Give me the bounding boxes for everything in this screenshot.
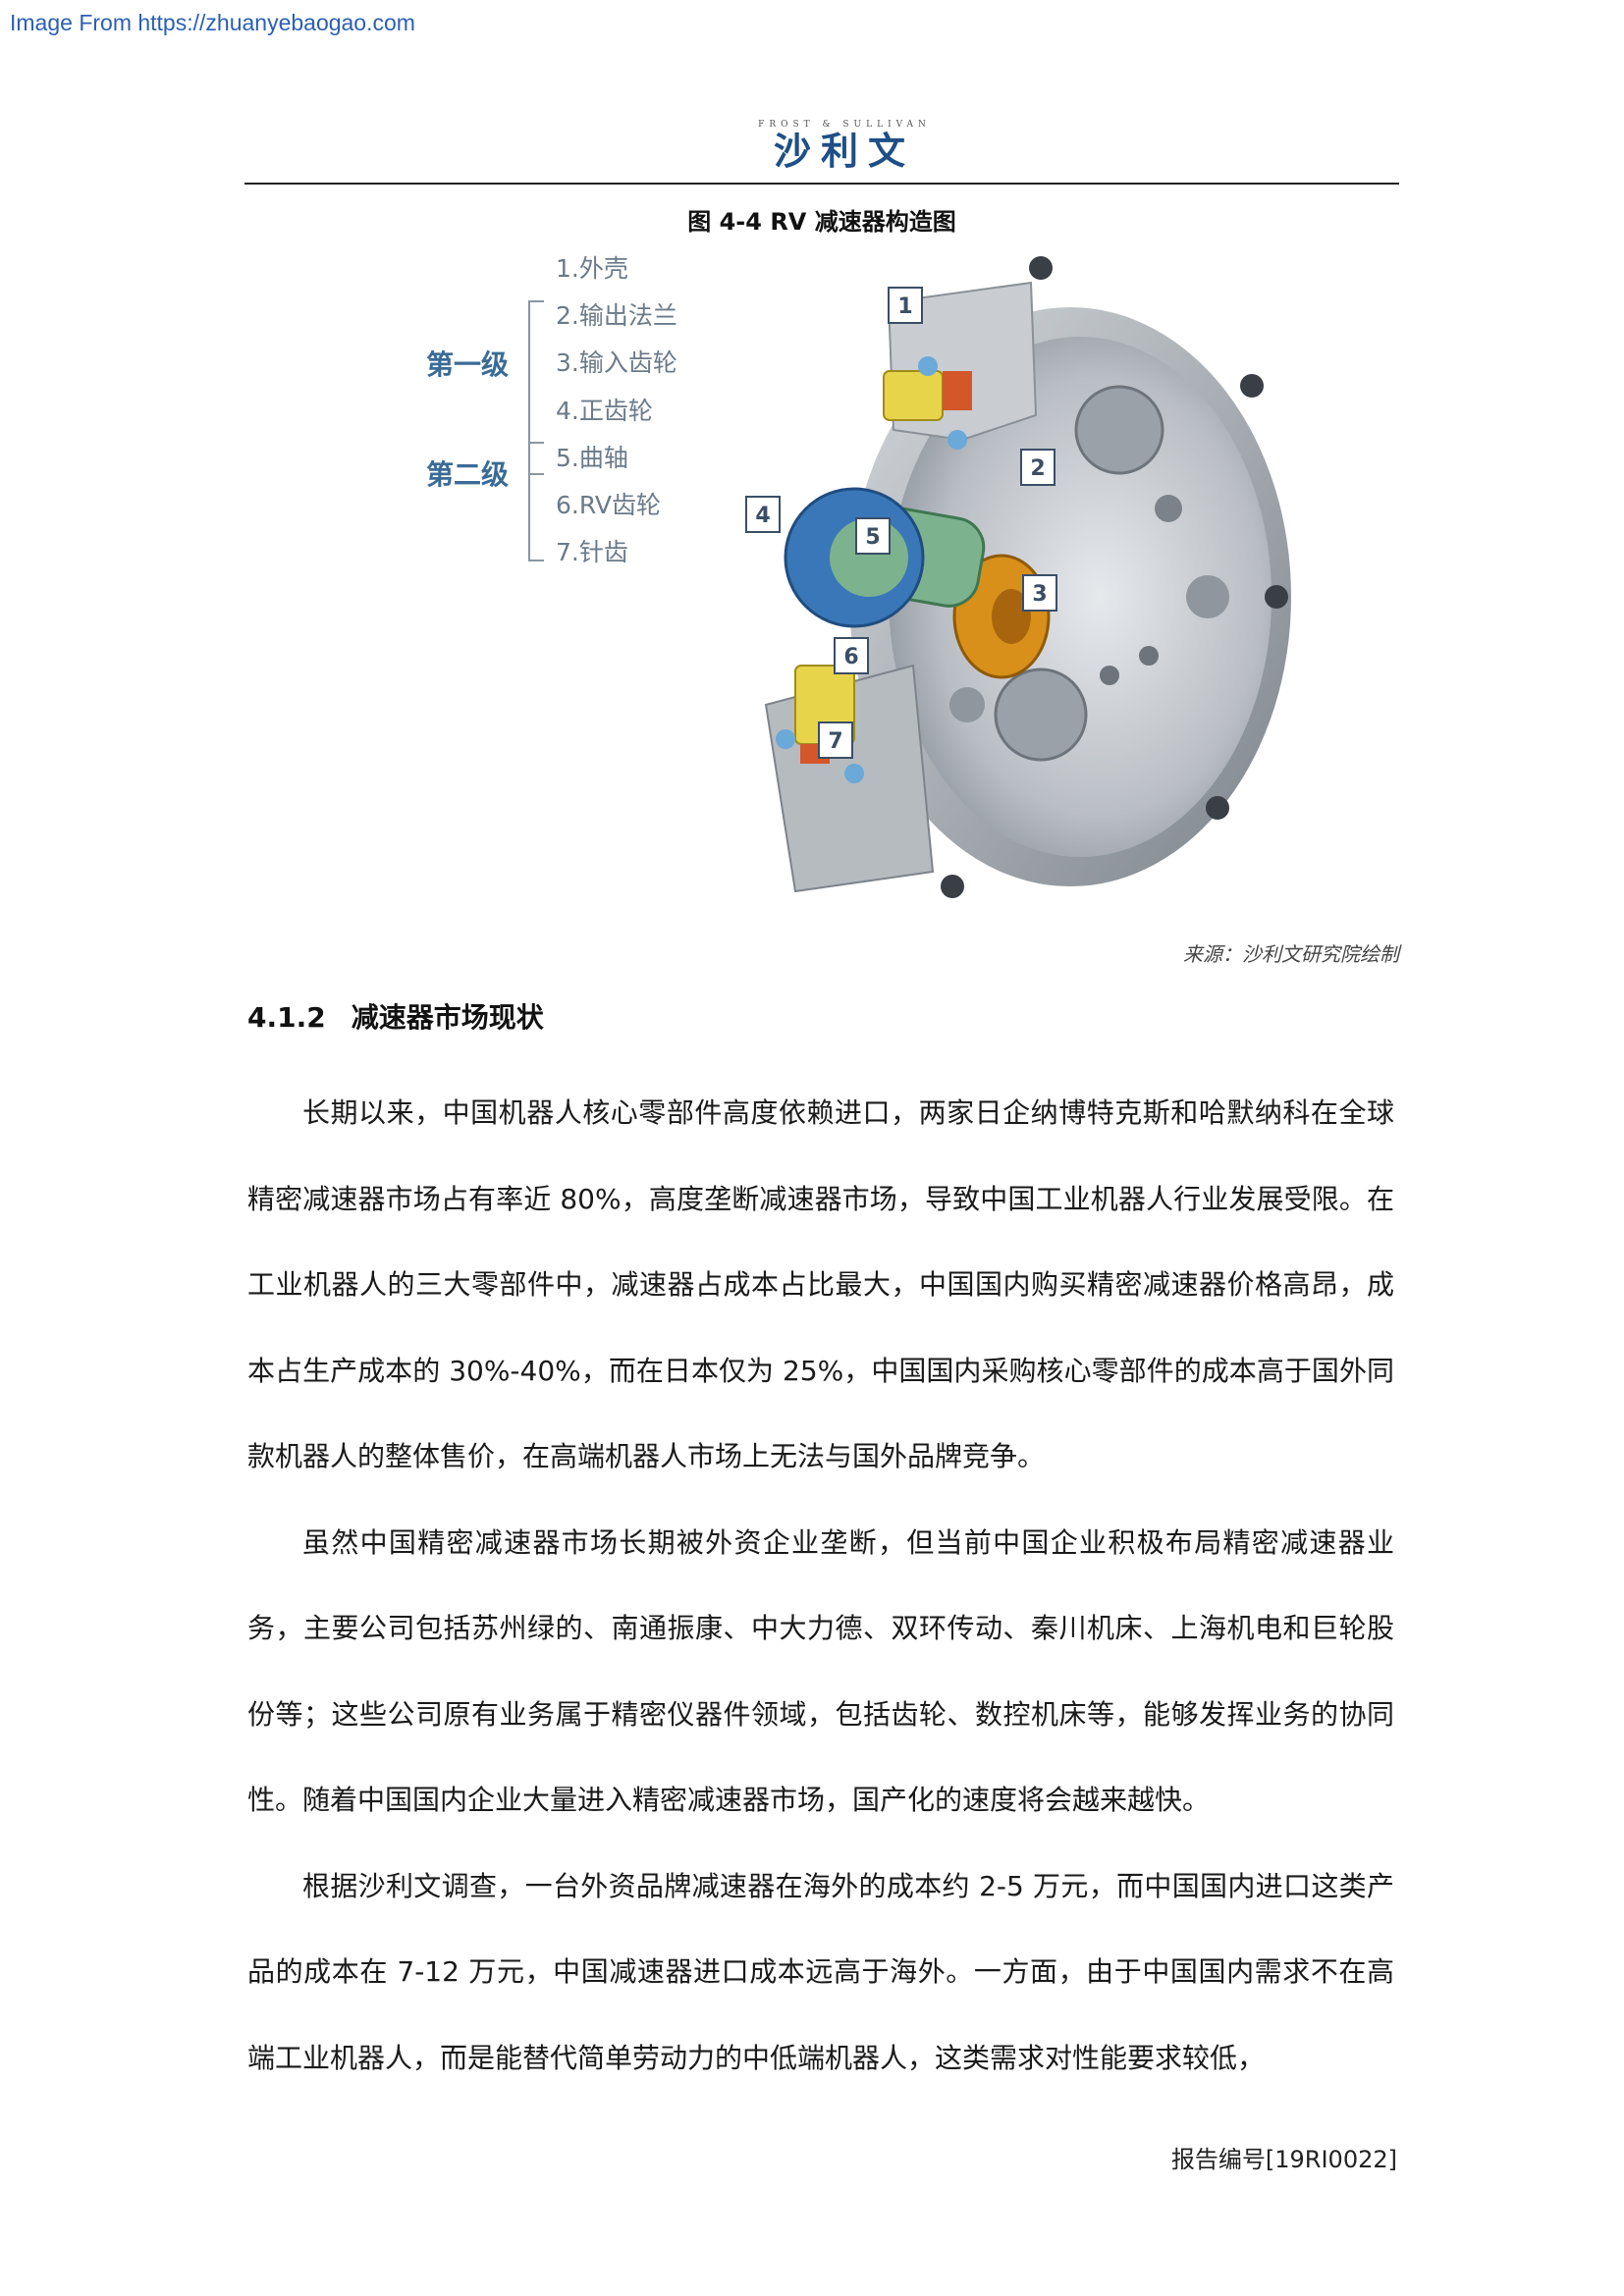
pin-teeth-shape: [943, 371, 972, 410]
callout-box: [1022, 574, 1057, 612]
callout-3: 3: [1032, 582, 1047, 607]
flange-hole-shape: [1186, 575, 1229, 618]
rv-reducer-diagram: 1 2 3 4 5 6 7: [745, 256, 1291, 898]
flange-hole-shape: [994, 667, 1088, 762]
level1-label: 第一级: [426, 348, 510, 381]
bearing-ball-shape: [776, 729, 795, 749]
paragraph: 虽然中国精密减速器市场长期被外资企业垄断，但当前中国企业积极布局精密减速器业务，…: [247, 1525, 1394, 1817]
callout-7: 7: [828, 729, 842, 754]
header-divider: [244, 183, 1399, 185]
watermark-link[interactable]: Image From https://zhuanyebaogao.com: [10, 10, 415, 35]
flange-hole-shape: [1074, 385, 1164, 475]
section-number: 4.1.2: [247, 1001, 326, 1034]
legend-item: 4.正齿轮: [556, 397, 653, 425]
output-flange-shape: [889, 337, 1272, 857]
frost-sullivan-logo: FROST & SULLIVAN 沙利文: [751, 120, 938, 173]
rim-bolt-shape: [1240, 374, 1264, 398]
section-title: 减速器市场现状: [351, 1001, 544, 1034]
report-number: 报告编号[19RI0022]: [1170, 2146, 1397, 2173]
callout-6: 6: [843, 645, 858, 669]
level2-label: 第二级: [426, 458, 510, 491]
rim-bolt-shape: [1029, 256, 1053, 280]
callout-2: 2: [1030, 456, 1045, 481]
paragraph: 根据沙利文调查，一台外资品牌减速器在海外的成本约 2-5 万元，而中国国内进口这…: [247, 1869, 1394, 2074]
callout-box: [818, 721, 853, 759]
bearing-ball-shape: [918, 356, 938, 376]
rim-bolt-shape: [941, 875, 964, 898]
input-gear-hole-shape: [992, 589, 1031, 644]
callout-box: [745, 496, 781, 533]
rim-bolt-shape: [1265, 585, 1288, 609]
level1-bracket: [528, 300, 544, 475]
bolt-hole-shape: [1100, 666, 1119, 685]
paragraph: 长期以来，中国机器人核心零部件高度依赖进口，两家日企纳博特克斯和哈默纳科在全球精…: [247, 1096, 1394, 1472]
rim-bolt-shape: [1206, 796, 1229, 820]
section-heading: 4.1.2 减速器市场现状: [247, 996, 544, 1036]
legend-item: 7.针齿: [556, 538, 628, 566]
callout-box: [855, 517, 891, 555]
callout-box: [888, 287, 923, 324]
flange-hole-shape: [949, 687, 985, 722]
legend-item: 6.RV齿轮: [556, 491, 661, 519]
level2-bracket: [528, 442, 544, 561]
legend-item: 3.输入齿轮: [556, 348, 677, 377]
bolt-hole-shape: [1155, 495, 1182, 522]
legend-item: 2.输出法兰: [556, 301, 677, 330]
bolt-hole-shape: [1139, 646, 1159, 666]
logo-english: FROST & SULLIVAN: [758, 120, 931, 130]
figure-legend: 1.外壳 第一级 2.输出法兰 3.输入齿轮 4.正齿轮 第二级 5.曲轴 6.…: [422, 245, 717, 579]
callout-4: 4: [755, 504, 770, 528]
callout-box: [1020, 449, 1056, 486]
body-text: 长期以来，中国机器人核心零部件高度依赖进口，两家日企纳博特克斯和哈默纳科在全球精…: [247, 1070, 1394, 2101]
figure-source: 来源：沙利文研究院绘制: [1183, 942, 1399, 966]
callout-5: 5: [865, 525, 880, 550]
callout-box: [834, 637, 869, 674]
rv-gear-upper-shape: [883, 370, 944, 421]
legend-item: 5.曲轴: [556, 444, 628, 472]
bearing-ball-shape: [947, 430, 967, 450]
logo-chinese: 沙利文: [773, 130, 915, 173]
bearing-ball-shape: [844, 764, 864, 783]
legend-item: 1.外壳: [556, 254, 628, 283]
callout-1: 1: [897, 294, 912, 319]
figure-caption: 图 4-4 RV 减速器构造图: [687, 208, 956, 236]
